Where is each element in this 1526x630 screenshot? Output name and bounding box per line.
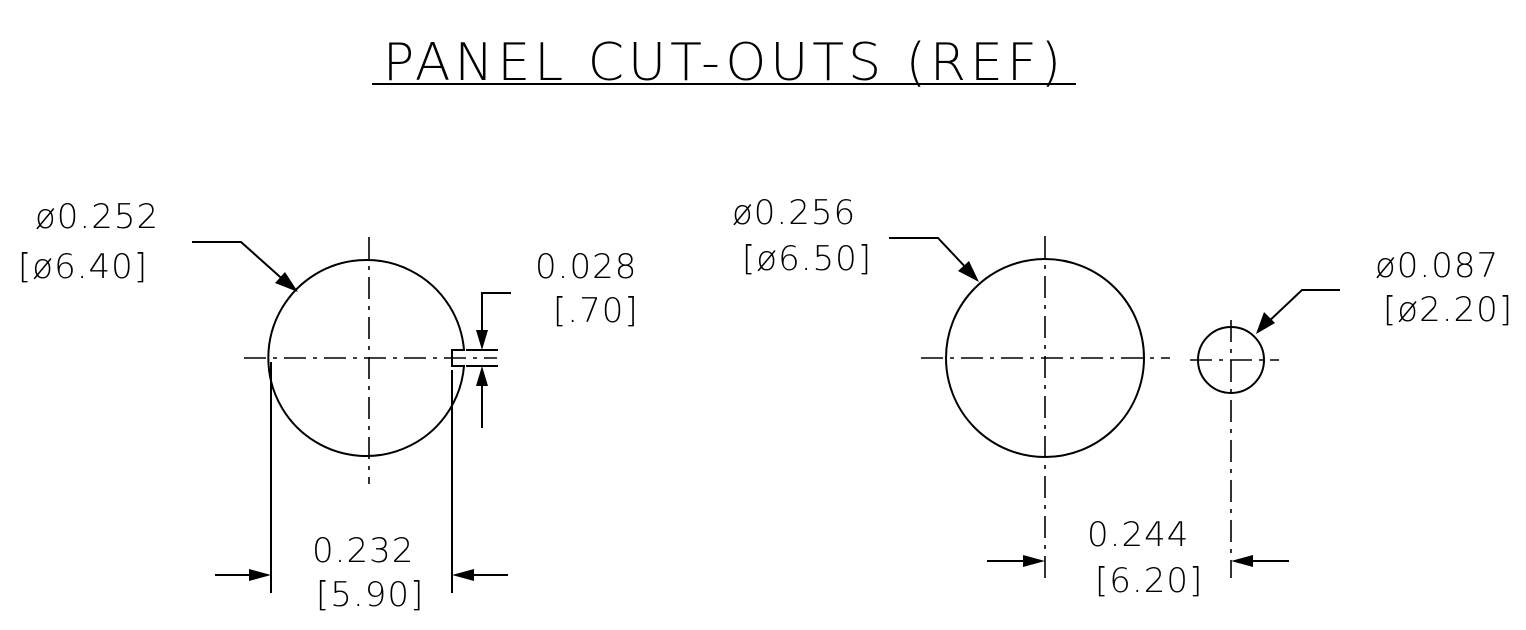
- spacing-dim-arrowhead-right: [1231, 555, 1253, 567]
- key-dim-arrowhead-up: [476, 366, 488, 386]
- left-diameter-mm: [ø6.40]: [18, 247, 148, 287]
- left-cutout: ø0.252 [ø6.40] 0.028 [.70] 0.232 [5.90]: [18, 197, 639, 615]
- large-diameter-mm: [ø6.50]: [742, 239, 872, 279]
- small-diameter-mm: [ø2.20]: [1383, 290, 1513, 330]
- flat-width-in: 0.232: [312, 531, 414, 571]
- key-width-mm: [.70]: [553, 291, 639, 331]
- flat-width-mm: [5.90]: [316, 575, 424, 615]
- small-diameter-arrowhead: [1256, 312, 1275, 334]
- key-dim-arrowhead-down: [476, 330, 488, 350]
- large-diameter-leader: [889, 237, 971, 273]
- key-dim-upper-leader: [481, 292, 511, 332]
- large-diameter-arrowhead: [958, 261, 979, 282]
- spacing-dim-arrowhead-left: [1023, 555, 1045, 567]
- spacing-mm: [6.20]: [1095, 561, 1203, 601]
- small-diameter-leader: [1265, 289, 1340, 325]
- large-diameter-in: ø0.256: [732, 193, 856, 233]
- left-diameter-leader: [192, 241, 289, 285]
- left-cutout-outline: [267, 259, 466, 457]
- small-diameter-in: ø0.087: [1375, 246, 1499, 286]
- key-width-in: 0.028: [535, 247, 637, 287]
- flat-dim-arrowhead-left: [249, 569, 271, 581]
- flat-dim-arrowhead-right: [452, 569, 474, 581]
- spacing-in: 0.244: [1087, 515, 1189, 555]
- left-diameter-arrowhead: [275, 272, 298, 292]
- left-diameter-in: ø0.252: [35, 197, 159, 237]
- right-cutout: ø0.256 [ø6.50] ø0.087 [ø2.20] 0.244 [6.2…: [732, 193, 1513, 601]
